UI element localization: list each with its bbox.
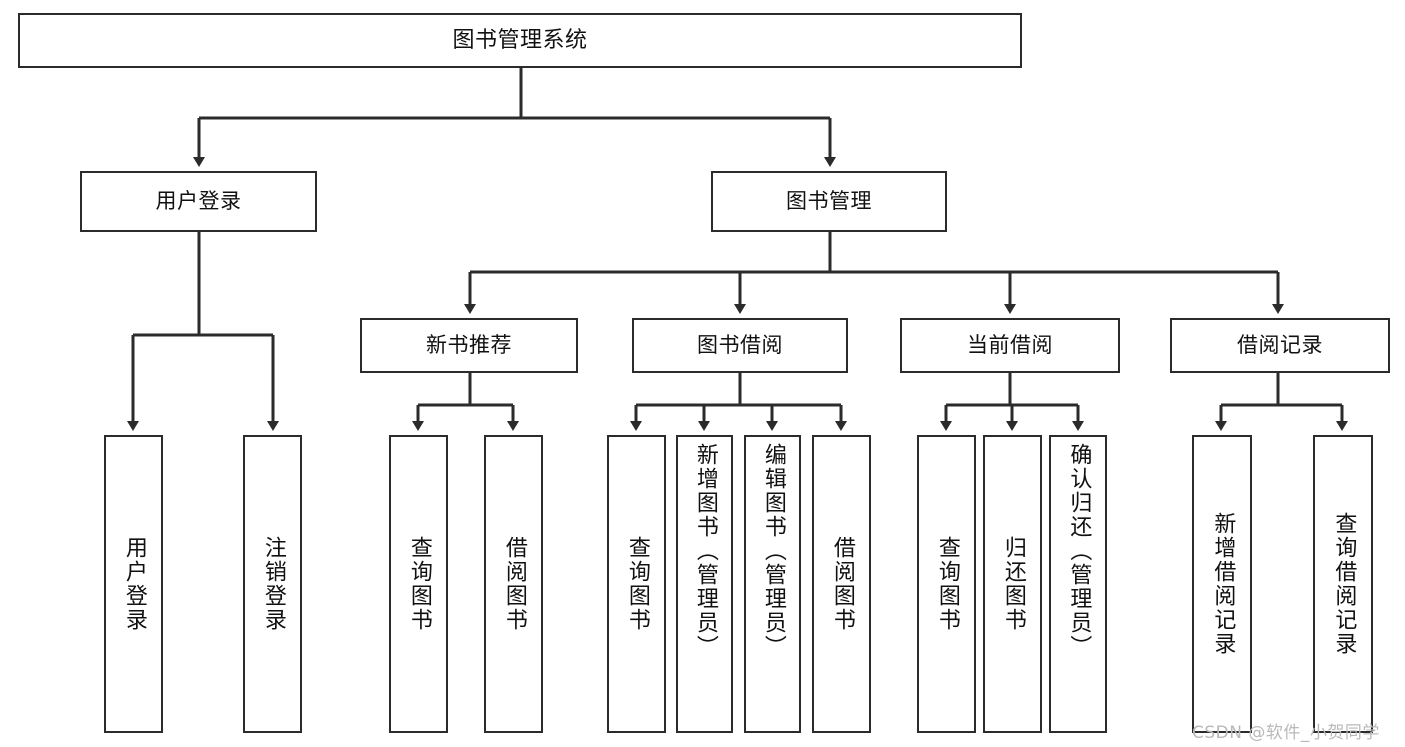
node-leaf-query-book-1-label: 查询图书 <box>406 536 432 632</box>
node-leaf-borrow-book-2[interactable]: 借阅图书 <box>812 435 871 733</box>
node-leaf-query-book-2[interactable]: 查询图书 <box>607 435 666 733</box>
node-leaf-add-book-label: 新增图书（管理员） <box>692 443 718 659</box>
node-leaf-query-book-3[interactable]: 查询图书 <box>917 435 976 733</box>
node-book-management-label: 图书管理 <box>786 189 872 214</box>
node-leaf-add-book[interactable]: 新增图书（管理员） <box>676 435 733 733</box>
node-book-management[interactable]: 图书管理 <box>711 171 947 232</box>
node-leaf-confirm-return[interactable]: 确认归还（管理员） <box>1049 435 1107 733</box>
node-root-label: 图书管理系统 <box>452 27 588 53</box>
node-leaf-logout[interactable]: 注销登录 <box>243 435 302 733</box>
node-current-borrow[interactable]: 当前借阅 <box>900 318 1120 373</box>
node-leaf-confirm-return-label: 确认归还（管理员） <box>1066 443 1092 659</box>
node-user-login-label: 用户登录 <box>155 189 242 214</box>
node-current-borrow-label: 当前借阅 <box>967 333 1053 358</box>
node-leaf-borrow-book-1-label: 借阅图书 <box>501 536 527 632</box>
node-leaf-user-login[interactable]: 用户登录 <box>104 435 163 733</box>
node-borrow-record[interactable]: 借阅记录 <box>1170 318 1390 373</box>
node-leaf-query-book-2-label: 查询图书 <box>624 536 650 632</box>
node-new-book-recommend[interactable]: 新书推荐 <box>360 318 578 373</box>
node-leaf-add-record-label: 新增借阅记录 <box>1210 512 1236 656</box>
node-leaf-return-book[interactable]: 归还图书 <box>983 435 1042 733</box>
node-new-book-recommend-label: 新书推荐 <box>426 333 512 358</box>
node-leaf-return-book-label: 归还图书 <box>1000 536 1026 632</box>
node-leaf-add-record[interactable]: 新增借阅记录 <box>1192 435 1252 733</box>
node-leaf-query-record-label: 查询借阅记录 <box>1331 512 1357 656</box>
node-leaf-edit-book[interactable]: 编辑图书（管理员） <box>744 435 801 733</box>
node-book-borrow[interactable]: 图书借阅 <box>632 318 848 373</box>
node-book-borrow-label: 图书借阅 <box>697 333 783 358</box>
node-leaf-query-book-1[interactable]: 查询图书 <box>389 435 448 733</box>
node-leaf-query-record[interactable]: 查询借阅记录 <box>1313 435 1373 733</box>
node-leaf-edit-book-label: 编辑图书（管理员） <box>760 443 786 659</box>
node-user-login[interactable]: 用户登录 <box>80 171 317 232</box>
node-leaf-query-book-3-label: 查询图书 <box>934 536 960 632</box>
csdn-watermark: CSDN @软件_小贺同学 <box>1192 723 1380 743</box>
node-leaf-borrow-book-1[interactable]: 借阅图书 <box>484 435 543 733</box>
node-leaf-user-login-label: 用户登录 <box>121 536 147 632</box>
node-leaf-logout-label: 注销登录 <box>260 536 286 632</box>
node-root[interactable]: 图书管理系统 <box>18 13 1022 68</box>
node-leaf-borrow-book-2-label: 借阅图书 <box>829 536 855 632</box>
node-borrow-record-label: 借阅记录 <box>1237 333 1323 358</box>
